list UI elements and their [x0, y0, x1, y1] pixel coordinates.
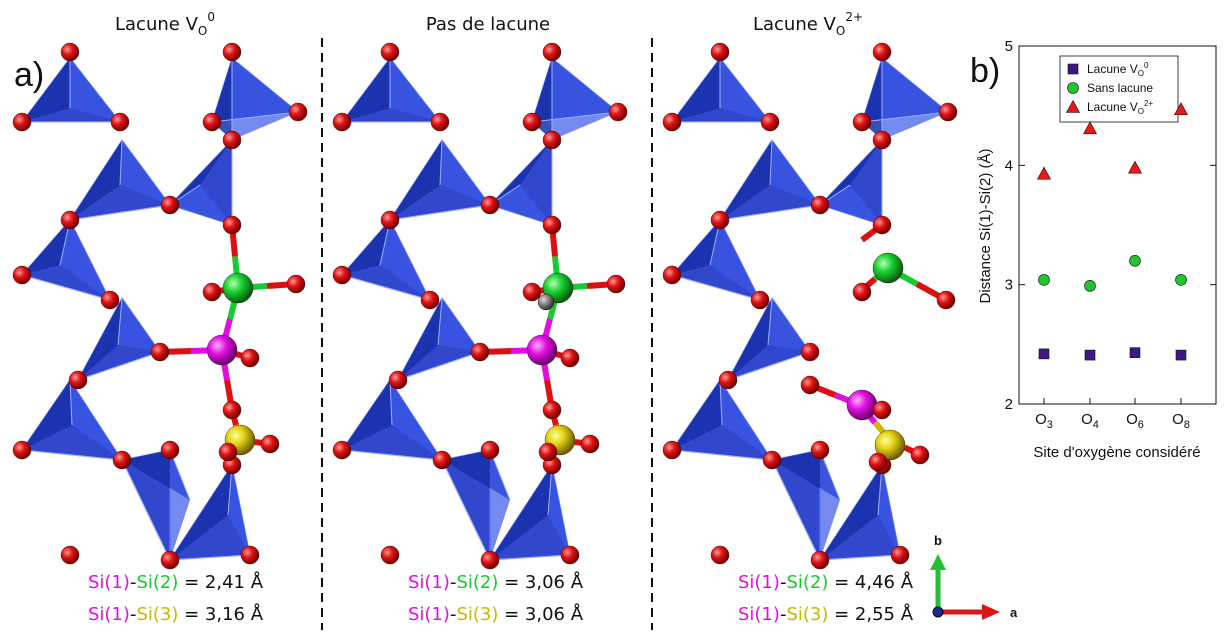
y-tick-label: 4	[1005, 157, 1013, 174]
point-series-3	[1127, 160, 1143, 174]
point-series-2	[1175, 274, 1187, 286]
structure-no-vacancy-0	[12, 42, 308, 570]
legend-marker-3	[1065, 99, 1081, 113]
y-tick-label: 3	[1005, 277, 1013, 294]
x-tick-label: O6	[1126, 411, 1144, 431]
structure-vacancy-2plus	[662, 42, 958, 570]
legend-marker-1	[1067, 63, 1079, 75]
panel-title-2: Pas de lacune	[426, 14, 550, 35]
distance-eq-2-1: Si(1)-Si(2) = 3,06 Å	[408, 571, 584, 593]
plot-frame	[1018, 45, 1217, 405]
legend-label-3: Lacune VO2+	[1087, 99, 1153, 116]
y-tick-label: 5	[1005, 38, 1013, 55]
x-tick-label: O4	[1081, 411, 1099, 431]
legend-box	[1059, 55, 1179, 123]
panel-label-a: a)	[14, 56, 44, 94]
chart-marks	[1036, 102, 1189, 361]
x-ticks: O3 O4 O6 O8	[1035, 398, 1190, 431]
point-series-1	[1175, 349, 1187, 361]
axis-a-label: a	[1010, 605, 1018, 620]
legend-marker-2	[1067, 82, 1079, 94]
distance-eq-3-1: Si(1)-Si(2) = 4,46 Å	[738, 571, 914, 593]
axis-b-label: b	[934, 533, 942, 548]
point-series-2	[1084, 280, 1096, 292]
point-series-2	[1129, 254, 1141, 267]
legend-label-1: Lacune VO0	[1087, 61, 1149, 78]
crystal-axes-triad: b a	[930, 533, 1018, 620]
panel-title-1: Lacune VO0	[115, 10, 215, 38]
y-tick-label: 2	[1005, 396, 1013, 413]
distance-eq-2-2: Si(1)-Si(3) = 3,06 Å	[408, 603, 584, 625]
x-tick-label: O3	[1035, 411, 1053, 431]
y-ticks: 2 3 4 5	[1005, 38, 1216, 413]
x-tick-label: O8	[1172, 411, 1190, 431]
point-series-2	[1038, 274, 1050, 286]
distance-eq-1-2: Si(1)-Si(3) = 3,16 Å	[88, 603, 264, 625]
structure-no-vacancy	[332, 42, 628, 570]
x-axis-label: Site d'oxygène considéré	[1033, 444, 1200, 461]
distance-eq-3-2: Si(1)-Si(3) = 2,55 Å	[738, 603, 914, 625]
point-series-3	[1082, 121, 1098, 135]
panel-label-b: b)	[970, 52, 1000, 90]
distance-chart: 2 3 4 5 O3 O4 O6 O8 Distance Si(1)-Si(2) (Å) S…	[977, 38, 1217, 461]
legend-label-2: Sans lacune	[1087, 81, 1153, 95]
y-axis-label: Distance Si(1)-Si(2) (Å)	[977, 148, 994, 303]
point-series-1	[1084, 349, 1096, 361]
point-series-3	[1036, 166, 1052, 180]
distance-eq-1-1: Si(1)-Si(2) = 2,41 Å	[88, 571, 264, 593]
point-series-1	[1129, 347, 1141, 358]
point-series-3	[1173, 102, 1189, 116]
panel-title-3: Lacune VO2+	[753, 10, 863, 38]
point-series-1	[1038, 348, 1050, 360]
